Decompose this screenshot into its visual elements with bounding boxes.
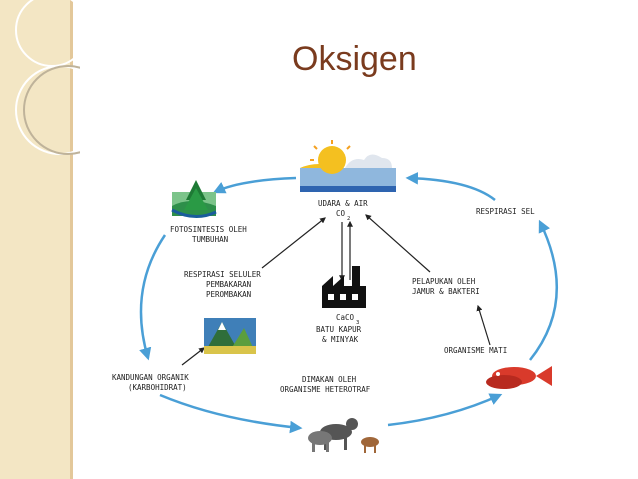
animals-icon [308,418,379,453]
factory-icon [322,266,366,308]
mountain-landscape-icon [204,318,256,354]
arrow-pelapukan-to-udara [365,214,431,273]
arrow-mati-to-respirasi [529,219,559,361]
arrow-kandungan-to-dimakan [159,393,303,434]
label-caco: CaCO [336,313,355,322]
label-udara-sub: 2 [347,216,350,222]
label-respirasi-sel: RESPIRASI SEL [476,207,535,216]
arrow-kandungan-to-fuel [181,347,205,366]
arrow-respirasi-seluler-to-udara [261,217,326,269]
label-respirasi-line3: PEROMBAKAN [206,290,251,299]
label-batu-line1: BATU KAPUR [316,325,362,334]
inner-arrows [181,214,491,366]
label-kandungan-line2: (KARBOHIDRAT) [128,383,187,392]
arrow-dimakan-to-mati [387,393,503,427]
arrow-fotosintesis-to-kandungan [139,234,167,361]
label-pelapukan-line2: JAMUR & BAKTERI [412,287,480,296]
label-batu-line2: & MINYAK [322,335,359,344]
label-udara-line1: UDARA & AIR [318,199,368,208]
label-pelapukan-line1: PELAPUKAN OLEH [412,277,476,286]
label-respirasi-line2: PEMBAKARAN [206,280,251,289]
label-udara-line2: CO [336,209,346,218]
labels: UDARA & AIR CO 2 RESPIRASI SEL FOTOSINTE… [112,199,535,394]
dead-fish-icon [486,366,552,389]
cycle-arrows [139,172,559,434]
tree-icon [171,180,217,218]
arrow-udara-to-fotosintesis [212,176,297,194]
ring-decoration [15,0,80,155]
sun-sky-icon [300,140,396,192]
label-fotosintesis-line2: TUMBUHAN [192,235,228,244]
arrow-respirasi-to-udara [405,172,496,201]
label-respirasi-line1: RESPIRASI SELULER [184,270,261,279]
slide-title: Oksigen [292,40,417,78]
label-caco-sub: 3 [356,320,359,326]
label-organisme-mati: ORGANISME MATI [444,346,507,355]
label-kandungan-line1: KANDUNGAN ORGANIK [112,373,189,382]
arrow-mati-to-pelapukan [476,304,491,346]
side-decor-rule [70,0,73,479]
label-fotosintesis-line1: FOTOSINTESIS OLEH [170,225,247,234]
label-dimakan-line2: ORGANISME HETEROTRAF [280,385,371,394]
label-dimakan-line1: DIMAKAN OLEH [302,375,357,384]
